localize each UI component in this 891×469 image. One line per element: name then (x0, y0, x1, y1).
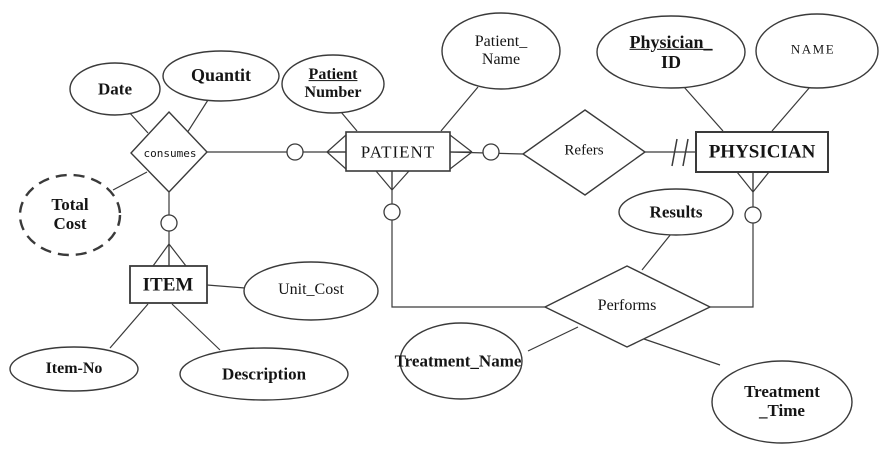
attribute-treatment-time-ellipse (711, 360, 853, 444)
connector-treatment-time-performs (643, 338, 721, 366)
crowsfoot-item-top (152, 243, 187, 267)
attribute-physician-id-line1: Physician_ (629, 31, 713, 52)
attribute-treatment-time-line1: Treatment (744, 381, 820, 401)
connector-results-performs (641, 233, 672, 271)
crowsfoot-physician-bottom (736, 171, 770, 193)
attribute-results-label: Results (649, 202, 703, 222)
connector-date-consumes (127, 110, 149, 134)
relationship-consumes-diamond (130, 110, 208, 194)
attribute-total-cost-label: Total Cost (51, 195, 88, 233)
connector-treatment-name-performs (527, 326, 579, 352)
entity-physician-label: PHYSICIAN (708, 141, 816, 163)
connector-quantit-consumes (186, 99, 209, 134)
cardinality-circle-consumes-item (160, 214, 178, 232)
crowsfoot-patient-bottom (375, 170, 410, 191)
connector-patient-name-patient (440, 86, 479, 132)
connector-unit-cost-item (206, 284, 246, 289)
attribute-item-no-label: Item-No (45, 360, 103, 378)
attribute-name-label: NAME (790, 41, 836, 57)
connector-physician-performs (710, 172, 754, 308)
connector-description-item (171, 303, 221, 351)
relationship-refers-diamond (521, 109, 647, 196)
one-bars-refers-physician (671, 138, 689, 167)
attribute-physician-id-line2: ID (660, 52, 682, 72)
attribute-treatment-name-label: Treatment_Name (394, 351, 522, 371)
connector-total-cost-consumes (112, 171, 148, 191)
cardinality-circle-patient-performs (383, 203, 401, 221)
entity-item-box (129, 265, 208, 304)
crowsfoot-patient-left (326, 134, 347, 170)
relationship-performs-label: Performs (597, 297, 657, 315)
attribute-patient-name-line1: Patient_ (474, 33, 528, 51)
attribute-date-ellipse (69, 62, 161, 116)
attribute-results-ellipse (618, 188, 734, 236)
attribute-total-cost-line2: Cost (53, 214, 87, 233)
cardinality-circle-consumes-patient (286, 143, 304, 161)
crowsfoot-patient-right (449, 134, 473, 170)
attribute-description-ellipse (179, 347, 349, 401)
attribute-patient-number-ellipse (281, 54, 385, 114)
relationship-refers-label: Refers (564, 142, 604, 159)
relationship-consumes-label: consumes (143, 146, 197, 160)
cardinality-circle-patient-refers (482, 143, 500, 161)
attribute-patient-name-label: Patient_ Name (475, 33, 527, 69)
attribute-item-no-ellipse (9, 346, 139, 392)
connector-patient-performs (391, 171, 545, 308)
attribute-quantit-label: Quantit (190, 64, 252, 85)
attribute-physician-id-label: Physician_ ID (629, 32, 712, 72)
entity-physician-box (695, 131, 829, 173)
attribute-patient-number-label: Patient Number (305, 66, 362, 102)
attribute-unit-cost-ellipse (243, 261, 379, 321)
attribute-date-label: Date (98, 79, 132, 99)
attribute-quantit-ellipse (162, 50, 280, 102)
connector-name-physician (771, 86, 811, 132)
attribute-unit-cost-label: Unit_Cost (278, 281, 344, 299)
attribute-patient-number-line2: Number (304, 84, 362, 101)
attribute-treatment-time-label: Treatment _Time (744, 382, 820, 420)
relationship-performs-diamond (543, 265, 712, 348)
attribute-total-cost-line1: Total (51, 194, 89, 214)
entity-item-label: ITEM (142, 274, 194, 296)
entity-patient-label: PATIENT (360, 142, 436, 162)
attribute-treatment-name-ellipse (399, 322, 523, 400)
connector-item-no-item (109, 303, 149, 349)
attribute-name-ellipse (755, 13, 879, 89)
attribute-treatment-time-line2: _Time (759, 401, 805, 420)
attribute-physician-id-ellipse (596, 15, 746, 89)
attribute-patient-name-line2: Name (481, 51, 521, 68)
connector-patient-number-patient (340, 111, 358, 132)
attribute-patient-number-line1: Patient (308, 66, 358, 84)
attribute-total-cost-ellipse-derived (18, 173, 122, 257)
attribute-patient-name-ellipse (441, 12, 561, 90)
cardinality-circle-physician-performs (744, 206, 762, 224)
entity-patient-box (345, 131, 451, 172)
attribute-description-label: Description (221, 364, 307, 384)
connector-physician-id-physician (683, 86, 724, 132)
